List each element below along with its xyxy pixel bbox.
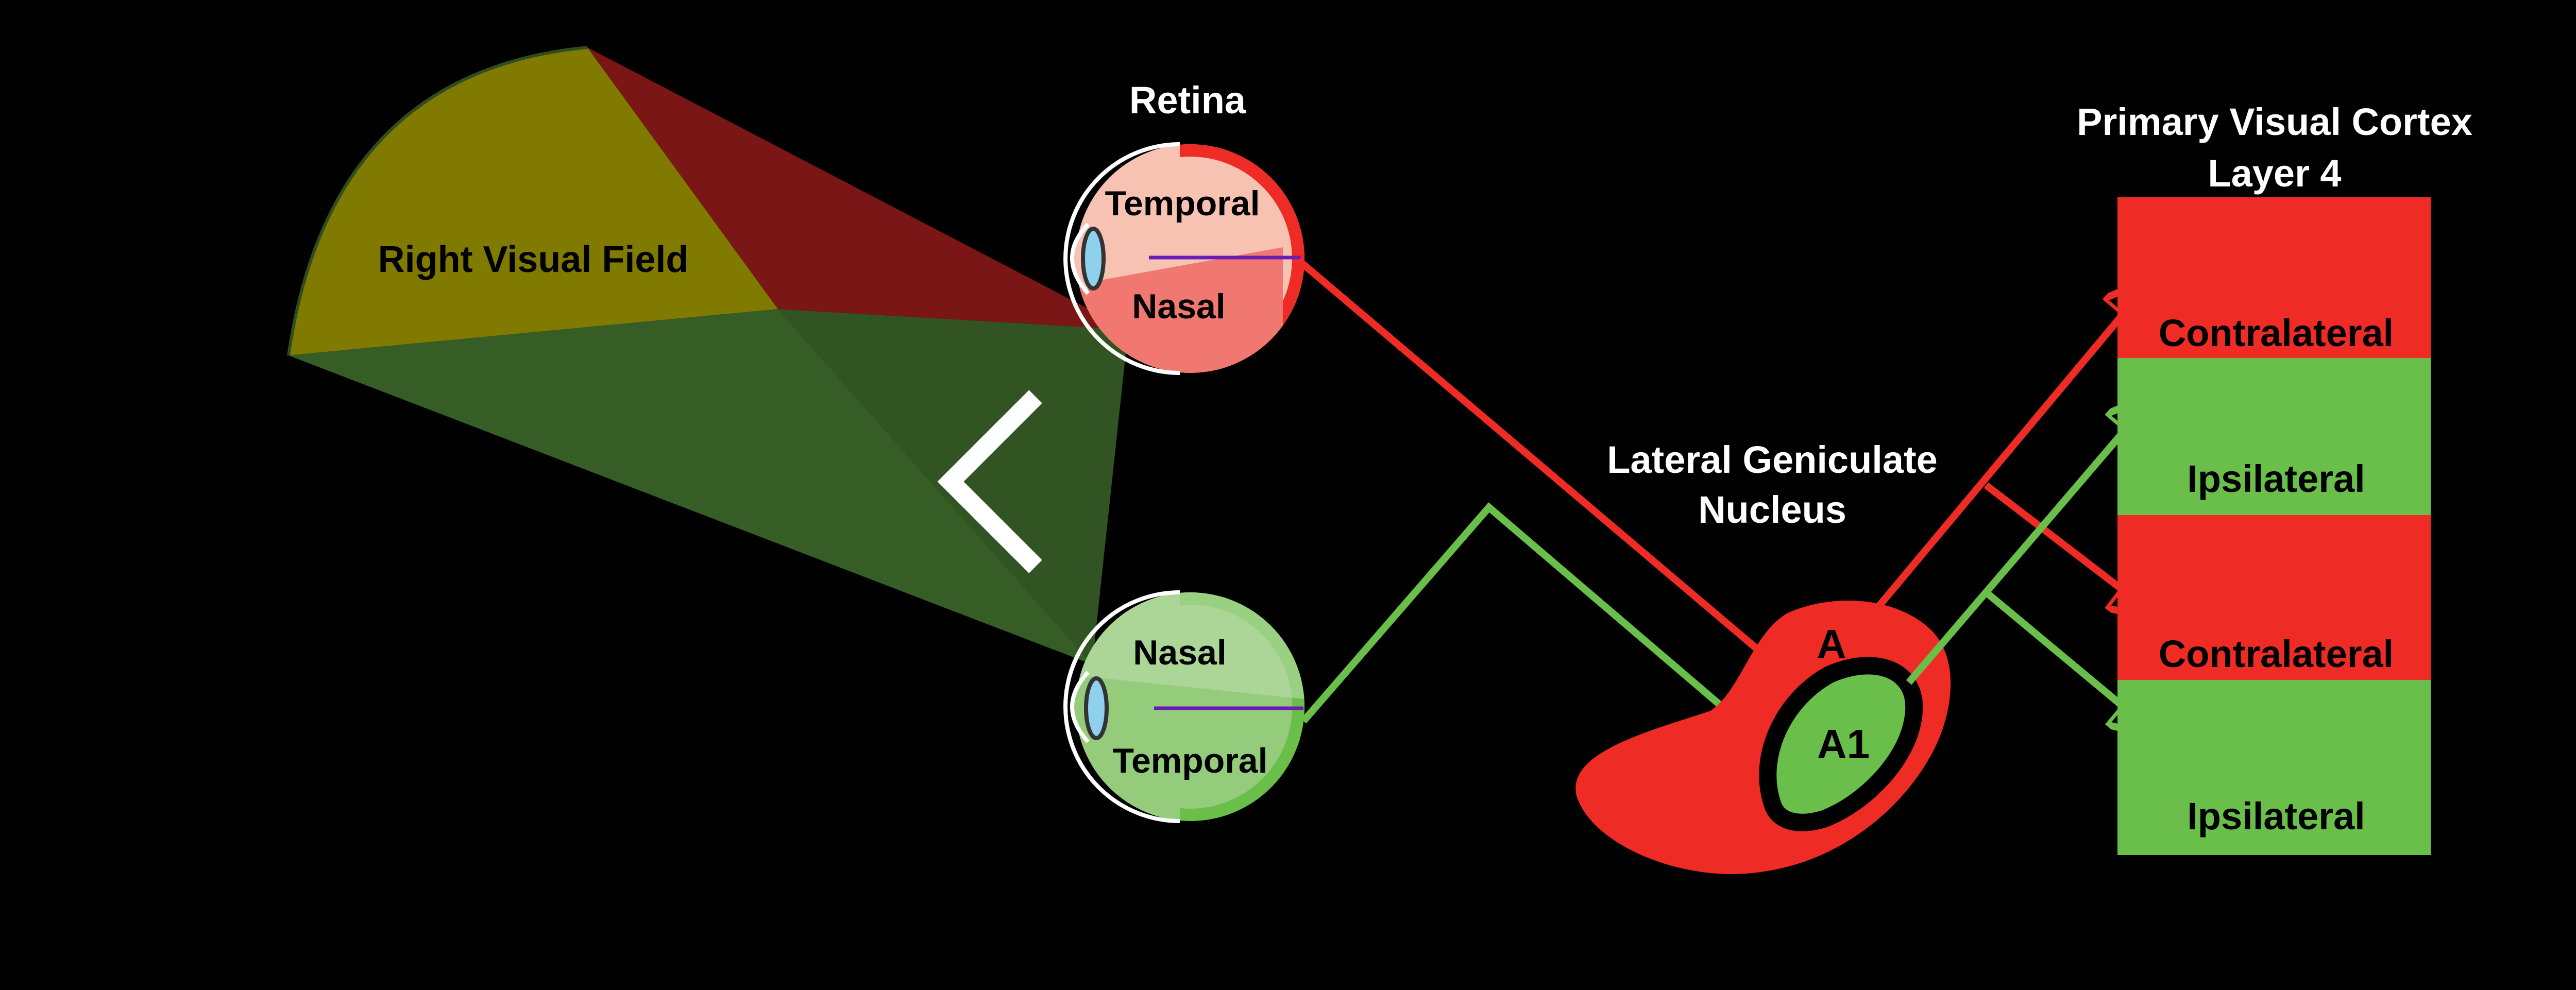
visual-field-arc xyxy=(287,46,588,356)
layer-a1-projection-trunk xyxy=(1906,397,2154,685)
cortex-band-4-label: Ipsilateral xyxy=(2187,795,2365,838)
cortex-title-line-2: Layer 4 xyxy=(2208,152,2341,195)
cortex-band-2 xyxy=(2117,358,2431,515)
left-eye-beam xyxy=(289,309,1092,664)
lgn-layer-a1-label: A1 xyxy=(1817,721,1870,767)
layer-a-projection-trunk xyxy=(1872,281,2151,613)
bottom-eye: Nasal Temporal xyxy=(1063,590,1304,823)
cortex-band-1-label: Contralateral xyxy=(2159,312,2394,354)
lgn-layer-a1-outline xyxy=(1759,657,1923,831)
visual-field-sector xyxy=(289,47,778,355)
cortex-band-2-label: Ipsilateral xyxy=(2187,457,2365,500)
lgn-to-cortex-projections xyxy=(1872,281,2156,734)
nose-chevron xyxy=(937,390,1042,573)
bottom-eye-lens xyxy=(1084,676,1109,740)
cortex-band-4 xyxy=(2117,680,2431,855)
bottom-eye-nasal-label: Nasal xyxy=(1133,633,1226,672)
right-eye-to-lgn-path xyxy=(1296,257,1806,690)
visual-field-label: Right Visual Field xyxy=(378,239,689,280)
bottom-eye-temporal-label: Temporal xyxy=(1112,741,1267,780)
cortex-title-line-1: Primary Visual Cortex xyxy=(2077,100,2472,143)
cortex-band-3-label: Contralateral xyxy=(2159,633,2394,675)
top-eye-lens xyxy=(1081,227,1106,291)
lgn-title-line-2: Nucleus xyxy=(1698,488,1846,531)
cortex-band-1 xyxy=(2117,197,2431,358)
top-eye-temporal-label: Temporal xyxy=(1105,184,1260,223)
top-eye-nasal-label: Nasal xyxy=(1132,287,1225,326)
lgn-title-line-1: Lateral Geniculate xyxy=(1607,438,1938,481)
left-eye-to-lgn-path xyxy=(1300,502,1826,796)
cortex-layer-4: Contralateral Ipsilateral Contralateral … xyxy=(2117,197,2431,855)
lgn: A A1 xyxy=(1575,601,1951,875)
cortex-band-3 xyxy=(2117,515,2431,680)
retina-title: Retina xyxy=(1129,79,1246,122)
lgn-layer-a-label: A xyxy=(1817,621,1846,667)
bottom-eye-cornea xyxy=(1070,671,1090,743)
visual-field: Right Visual Field xyxy=(287,46,1128,664)
right-eye-beam xyxy=(587,47,1128,330)
